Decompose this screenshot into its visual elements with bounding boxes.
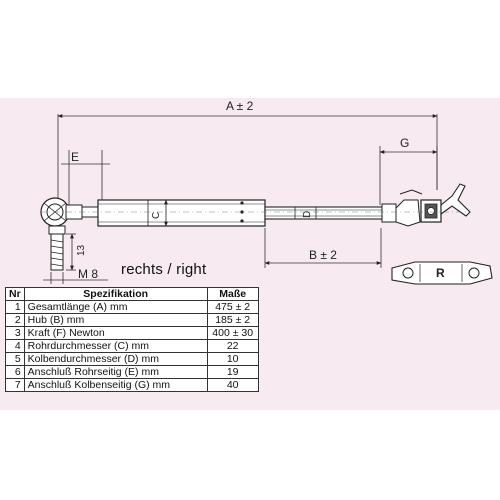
fitting-detail-r: R bbox=[391, 261, 493, 285]
threaded-stud: M 8 13 bbox=[43, 225, 108, 284]
table-row: 4 Rohrdurchmesser (C) mm 22 bbox=[5, 339, 259, 353]
header-nr: Nr bbox=[5, 287, 25, 301]
dimension-e-label: E bbox=[71, 150, 79, 164]
row-spec: Gesamtlänge (A) mm bbox=[23, 300, 208, 314]
row-value: 19 bbox=[206, 365, 259, 379]
dimension-g: G bbox=[379, 136, 438, 205]
thread-size-label: M 8 bbox=[78, 267, 98, 281]
rod-diameter-label: D bbox=[302, 211, 313, 218]
side-label: rechts / right bbox=[121, 261, 207, 278]
row-spec: Kraft (F) Newton bbox=[23, 326, 208, 340]
cylinder-tube: C bbox=[97, 199, 266, 227]
row-spec: Hub (B) mm bbox=[23, 313, 208, 327]
thread-length-label: 13 bbox=[76, 244, 87, 256]
dimension-e: E bbox=[61, 150, 110, 205]
fitting-label: R bbox=[436, 266, 445, 280]
row-value: 475 ± 2 bbox=[206, 300, 259, 314]
header-value: Maße bbox=[206, 287, 259, 301]
table-row: 7 Anschluß Kolbenseitig (G) mm 40 bbox=[5, 378, 259, 392]
row-nr: 3 bbox=[5, 326, 25, 340]
row-spec: Anschluß Rohrseitig (E) mm bbox=[23, 365, 208, 379]
row-value: 185 ± 2 bbox=[206, 313, 259, 327]
dimension-a-label: A ± 2 bbox=[226, 99, 254, 113]
dimension-g-label: G bbox=[400, 136, 409, 150]
table-row: 5 Kolbendurchmesser (D) mm 10 bbox=[5, 352, 259, 366]
dimension-b: B ± 2 bbox=[264, 228, 382, 268]
row-spec: Kolbendurchmesser (D) mm bbox=[23, 352, 208, 366]
dimension-b-label: B ± 2 bbox=[309, 248, 337, 262]
row-nr: 5 bbox=[5, 352, 25, 366]
table-row: 3 Kraft (F) Newton 400 ± 30 bbox=[5, 326, 259, 340]
tube-diameter-label: C bbox=[151, 212, 162, 219]
specification-table: Nr Spezifikation Maße 1 Gesamtlänge (A) … bbox=[5, 287, 259, 392]
row-value: 22 bbox=[206, 339, 259, 353]
row-value: 10 bbox=[206, 352, 259, 366]
table-header-row: Nr Spezifikation Maße bbox=[5, 287, 259, 301]
row-nr: 1 bbox=[5, 300, 25, 314]
row-value: 40 bbox=[206, 378, 259, 392]
header-spec: Spezifikation bbox=[23, 287, 208, 301]
table-row: 2 Hub (B) mm 185 ± 2 bbox=[5, 313, 259, 327]
row-value: 400 ± 30 bbox=[206, 326, 259, 340]
row-nr: 7 bbox=[5, 378, 25, 392]
row-nr: 2 bbox=[5, 313, 25, 327]
row-nr: 6 bbox=[5, 365, 25, 379]
row-spec: Rohrdurchmesser (C) mm bbox=[23, 339, 208, 353]
row-spec: Anschluß Kolbenseitig (G) mm bbox=[23, 378, 208, 392]
piston-rod: D bbox=[264, 206, 383, 220]
row-nr: 4 bbox=[5, 339, 25, 353]
table-row: 1 Gesamtlänge (A) mm 475 ± 2 bbox=[5, 300, 259, 314]
table-row: 6 Anschluß Rohrseitig (E) mm 19 bbox=[5, 365, 259, 379]
right-bracket-end bbox=[381, 183, 471, 227]
